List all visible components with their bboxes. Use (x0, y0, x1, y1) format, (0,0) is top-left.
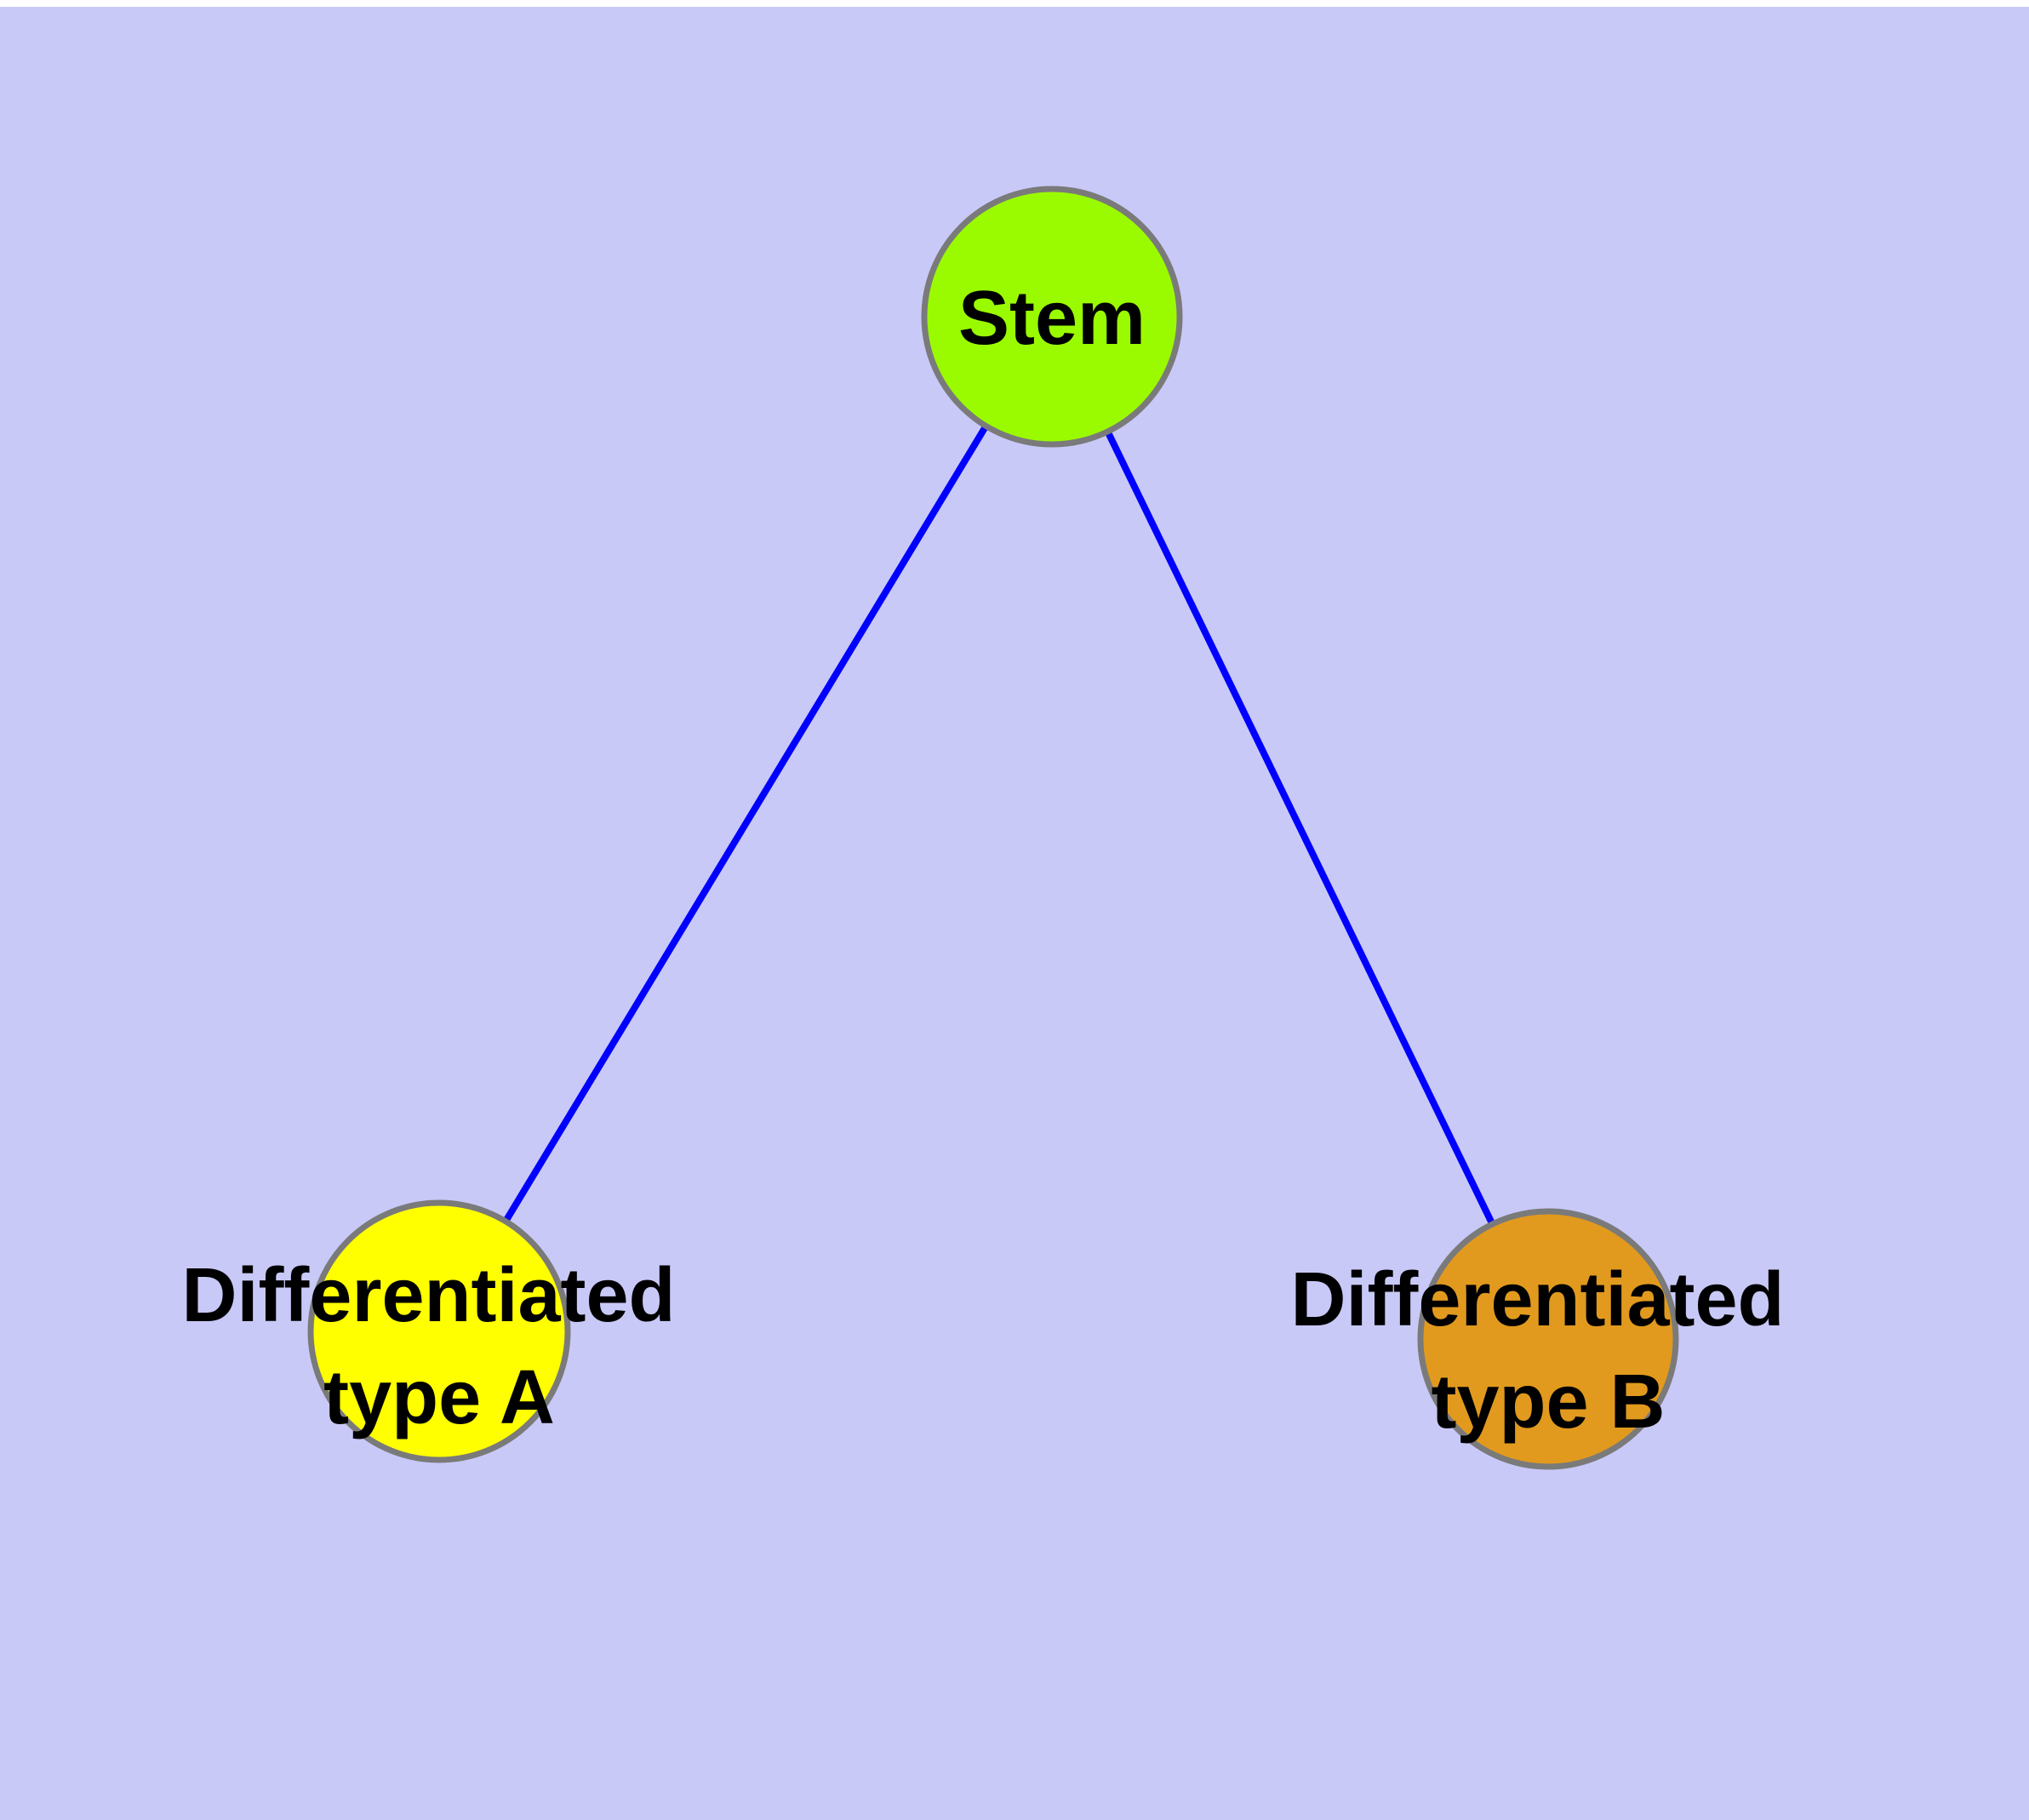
type-b-label-line-2: type B (1431, 1359, 1665, 1445)
node-differentiated-type-a (307, 1199, 571, 1463)
node-differentiated-type-b-label: Differentiated type B (1290, 1257, 1805, 1445)
node-stem (921, 186, 1183, 448)
node-differentiated-type-b (1417, 1208, 1679, 1470)
type-a-label-line-2: type A (323, 1355, 555, 1440)
type-a-label-line-1: Differentiated (181, 1253, 675, 1338)
edge-stem-to-type-a (436, 314, 1055, 1334)
node-stem-label: Stem (958, 276, 1146, 361)
edge-stem-to-type-b (1049, 315, 1552, 1341)
node-differentiated-type-a-label: Differentiated type A (181, 1253, 696, 1440)
type-b-label-line-1: Differentiated (1290, 1257, 1784, 1342)
